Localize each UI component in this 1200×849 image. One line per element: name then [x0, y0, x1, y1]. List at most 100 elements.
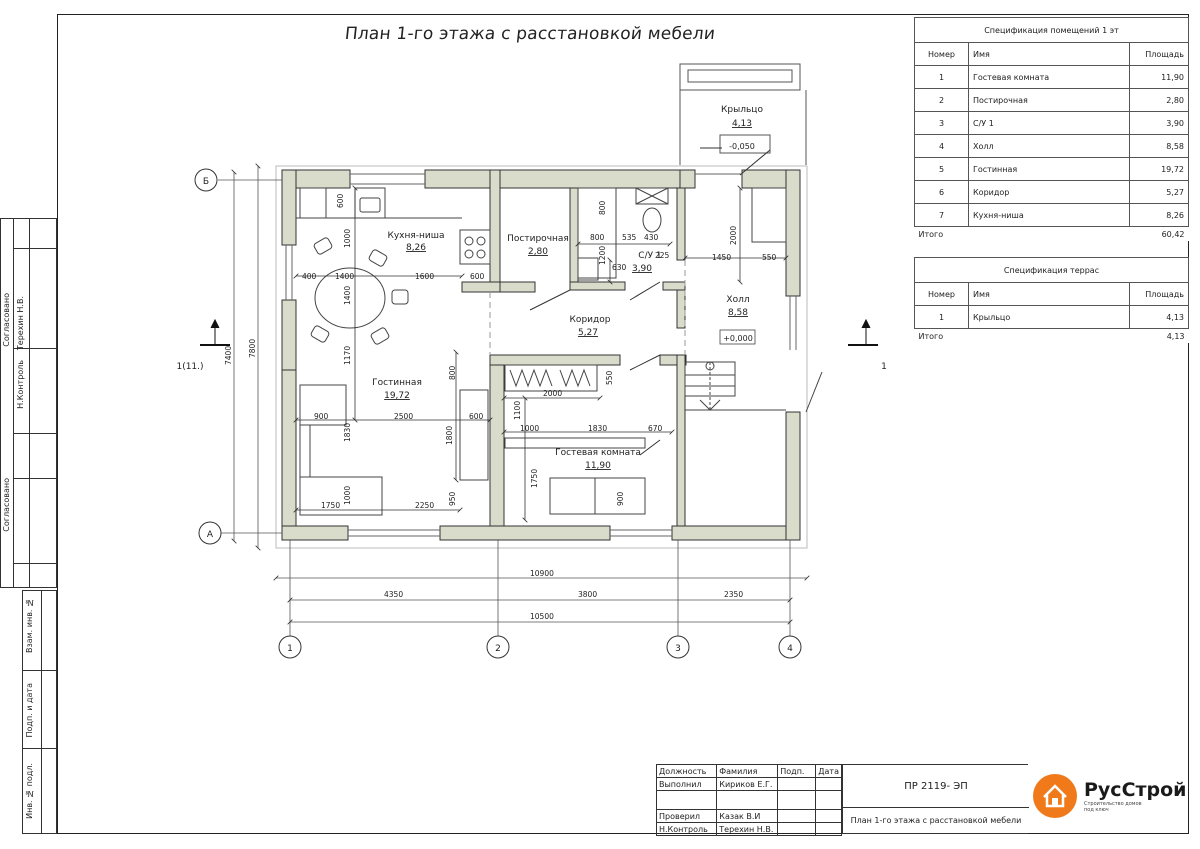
svg-text:4350: 4350 — [384, 590, 403, 599]
stamp-sheet-title: План 1-го этажа с расстановкой мебели — [850, 815, 1022, 825]
axis-2-label: 2 — [495, 644, 501, 654]
svg-text:1750: 1750 — [530, 469, 539, 488]
spec-header: Номер — [914, 282, 969, 306]
room-name-bath: С/У 1 — [638, 251, 661, 261]
svg-text:2500: 2500 — [394, 412, 413, 421]
svg-text:535: 535 — [622, 233, 637, 242]
stamp-cell: Проверил — [655, 809, 718, 823]
sidebar-inv-podl: Инв. № подл. — [25, 763, 34, 819]
left-sidebar: Согласовано Н.Контроль Терехин Н.В. Согл… — [0, 218, 57, 834]
svg-text:550: 550 — [762, 253, 777, 262]
room-area-guest: 11,90 — [585, 461, 611, 471]
stamp-cell: Казак В.И — [716, 809, 779, 823]
svg-text:600: 600 — [469, 412, 484, 421]
drawing-frame — [57, 14, 1189, 834]
sidebar-terehin: Терехин Н.В. — [16, 296, 25, 351]
spec-header: Номер — [914, 42, 969, 66]
svg-text:1200: 1200 — [598, 246, 607, 265]
svg-text:1750: 1750 — [321, 501, 340, 510]
dash-lines — [489, 260, 686, 355]
axis-3-label: 3 — [675, 644, 681, 654]
svg-text:7400: 7400 — [224, 346, 233, 365]
room-area-porch: 4,13 — [732, 119, 752, 129]
svg-text:550: 550 — [605, 370, 614, 385]
floor-plan: Кухня-ниша 8,26 Постирочная 2,80 С/У 1 3… — [176, 63, 887, 659]
stamp-header: Дата — [815, 764, 842, 778]
porch — [679, 63, 807, 165]
room-name-hall: Холл — [726, 295, 749, 305]
sidebar-soglasovano-2: Согласовано — [2, 478, 11, 532]
svg-text:950: 950 — [448, 491, 457, 506]
stamp-cell: Терехин Н.В. — [716, 822, 779, 836]
stamp-cell: Н.Контроль — [655, 822, 718, 836]
room-area-hall: 8,58 — [728, 308, 748, 318]
svg-text:1600: 1600 — [415, 272, 434, 281]
svg-text:1400: 1400 — [343, 286, 352, 305]
svg-text:3800: 3800 — [578, 590, 597, 599]
axis-lines — [218, 166, 807, 636]
sidebar-col-b — [14, 218, 57, 588]
section-marks — [200, 318, 878, 346]
svg-text:1170: 1170 — [343, 346, 352, 365]
axis-bubbles — [194, 168, 802, 659]
inner-dim-lines — [296, 188, 786, 520]
spec-terraces-caption: Спецификация террас — [914, 257, 1189, 283]
brand-tagline-2: под ключ — [1084, 807, 1109, 813]
level-box — [719, 329, 756, 345]
stamp-header: Фамилия — [716, 764, 779, 778]
room-name-living: Гостинная — [372, 378, 422, 388]
axis-4-label: 4 — [787, 644, 793, 654]
svg-text:225: 225 — [655, 251, 670, 260]
sidebar-inv-col — [22, 590, 42, 834]
spec-header: Имя — [968, 42, 1130, 66]
windows — [285, 173, 797, 537]
stairs — [684, 187, 823, 413]
room-name-kitchen: Кухня-ниша — [387, 231, 444, 241]
svg-text:1450: 1450 — [712, 253, 731, 262]
svg-text:1830: 1830 — [343, 423, 352, 442]
room-area-bath: 3,90 — [632, 264, 652, 274]
svg-text:1000: 1000 — [343, 229, 352, 248]
stamp-cell: Выполнил — [655, 777, 718, 791]
svg-text:2000: 2000 — [729, 226, 738, 245]
section-left-label: 1(11.) — [176, 362, 203, 372]
svg-text:900: 900 — [616, 491, 625, 506]
brand-logo: РусСтрой Строительство домов под ключ — [1032, 770, 1200, 822]
svg-text:1400: 1400 — [335, 272, 354, 281]
svg-text:400: 400 — [302, 272, 317, 281]
spec-rooms-caption: Спецификация помещений 1 эт — [914, 17, 1189, 43]
sidebar-col-a — [0, 218, 14, 588]
svg-text:600: 600 — [470, 272, 485, 281]
room-area-living: 19,72 — [384, 391, 410, 401]
spec-header: Площадь — [1129, 42, 1189, 66]
sidebar-soglasovano-1: Согласовано — [2, 293, 11, 347]
svg-text:1830: 1830 — [588, 424, 607, 433]
svg-text:2350: 2350 — [724, 590, 743, 599]
svg-text:10900: 10900 — [530, 569, 554, 578]
room-area-laundry: 2,80 — [528, 247, 548, 257]
section-right-label: 1 — [881, 362, 887, 372]
room-name-guest: Гостевая комната — [555, 448, 641, 458]
guest-furniture — [504, 364, 646, 515]
svg-text:1000: 1000 — [520, 424, 539, 433]
svg-text:670: 670 — [648, 424, 663, 433]
stamp-header: Должность — [655, 764, 718, 778]
room-labels: Кухня-ниша 8,26 Постирочная 2,80 С/У 1 3… — [372, 105, 763, 471]
leader-lines — [529, 147, 771, 456]
svg-text:800: 800 — [448, 365, 457, 380]
axis-b-label: Б — [203, 177, 209, 187]
svg-text:10500: 10500 — [530, 612, 554, 621]
svg-text:2000: 2000 — [543, 389, 562, 398]
sidebar-vzam: Взам. инв. № — [25, 598, 34, 653]
stamp-header: Подп. — [777, 764, 817, 778]
room-name-corridor: Коридор — [570, 315, 611, 325]
dim-labels: 600 1000 400 1400 1600 600 1400 1170 800… — [224, 193, 777, 621]
